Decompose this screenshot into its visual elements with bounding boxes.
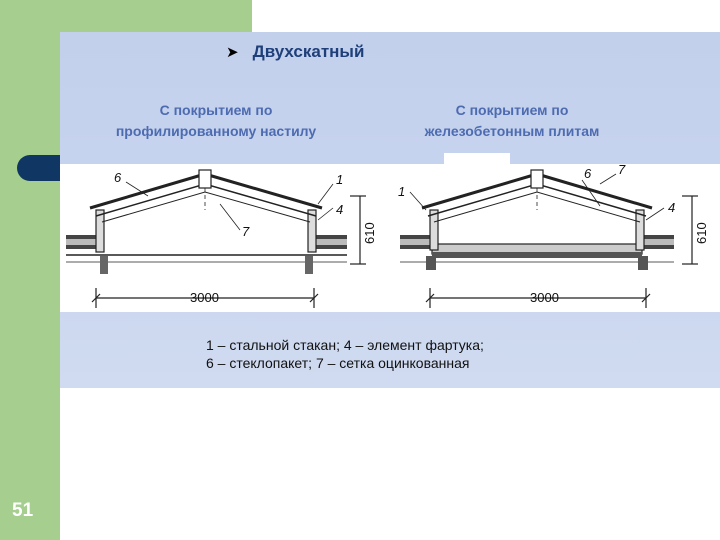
left-title-line1: С покрытием по <box>159 102 273 118</box>
left-title-line2: профилированному настилу <box>115 123 317 139</box>
left-column-title: С покрытием по профилированному настилу <box>76 100 356 142</box>
right-column-title: С покрытием по железобетонным плитам <box>372 100 652 142</box>
panel-notch <box>444 153 510 165</box>
left-height-label: 610 <box>362 222 377 244</box>
right-span-label: 3000 <box>530 290 559 305</box>
left-skylight-drawing <box>66 169 366 308</box>
sidebar-green-strip <box>0 0 60 540</box>
legend-line2: 6 – стеклопакет; 7 – сетка оцинкованная <box>206 355 470 371</box>
drawing-band <box>60 164 720 312</box>
right-title-line2: железобетонным плитам <box>424 123 600 139</box>
right-title-line1: С покрытием по <box>455 102 569 118</box>
right-callout-6: 6 <box>584 166 592 181</box>
right-callout-7: 7 <box>618 162 626 177</box>
page-number: 51 <box>12 500 34 521</box>
skylight-drawings: 6 1 4 7 3000 610 6 7 1 4 3000 <box>66 162 709 308</box>
left-callout-6: 6 <box>114 170 122 185</box>
legend: 1 – стальной стакан; 4 – элемент фартука… <box>206 336 484 372</box>
slide-heading: ➤ Двухскатный <box>226 42 364 62</box>
legend-line1: 1 – стальной стакан; 4 – элемент фартука… <box>206 337 484 353</box>
left-span-label: 3000 <box>190 290 219 305</box>
left-callout-4: 4 <box>336 202 343 217</box>
right-callout-1: 1 <box>398 184 405 199</box>
left-callout-1: 1 <box>336 172 343 187</box>
top-green-block <box>60 0 252 32</box>
right-skylight-drawing <box>400 169 698 308</box>
sidebar-tab <box>17 155 62 181</box>
heading-text: Двухскатный <box>252 42 365 61</box>
arrow-bullet-icon: ➤ <box>226 44 239 61</box>
left-callout-7: 7 <box>242 224 250 239</box>
right-height-label: 610 <box>694 222 709 244</box>
right-callout-4: 4 <box>668 200 675 215</box>
